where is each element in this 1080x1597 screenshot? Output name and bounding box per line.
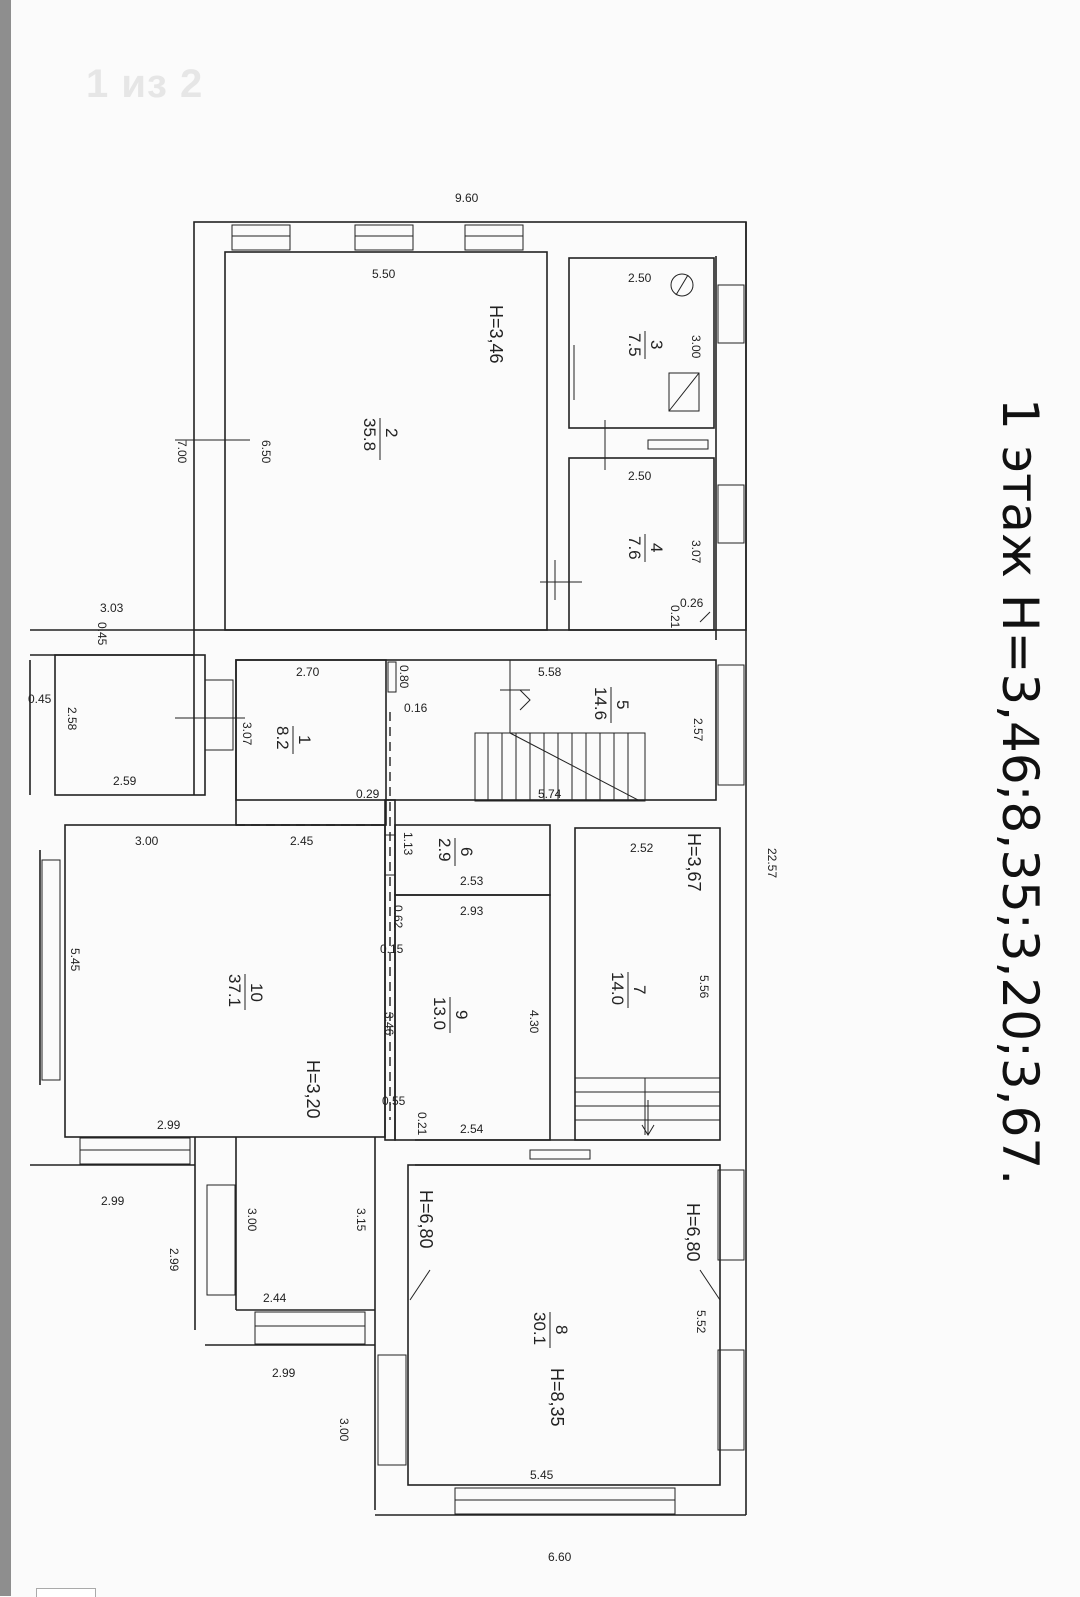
height-room8-left: H=6,80: [416, 1190, 436, 1249]
dim-stair-width: 5.74: [538, 787, 562, 801]
svg-text:37.1: 37.1: [225, 974, 244, 1007]
scan-edge: [0, 0, 11, 1596]
dim-r10-left: 5.45: [68, 948, 82, 972]
svg-text:5: 5: [613, 700, 632, 709]
dim-r5-height: 2.57: [691, 718, 705, 742]
svg-text:13.0: 13.0: [430, 997, 449, 1030]
dim-top-width: 9.60: [455, 191, 479, 205]
dim-annex-height: 2.58: [65, 707, 79, 731]
dim-bottom-width: 6.60: [548, 1550, 572, 1564]
height-room8-main: H=8,35: [547, 1368, 567, 1427]
page-counter: 1 из 2: [86, 62, 204, 106]
dim-porch-right: 3.00: [245, 1208, 259, 1232]
svg-text:2: 2: [382, 428, 401, 437]
dim-r1-width: 2.70: [296, 665, 320, 679]
dim-total-length: 22.57: [765, 848, 779, 878]
dim-r3-height: 3.00: [689, 335, 703, 359]
room-10-label: 10 37.1: [225, 974, 266, 1010]
room-7-label: 7 14.0: [608, 972, 649, 1008]
dim-annex-bottom: 2.59: [113, 774, 137, 788]
height-room7: H=3,67: [684, 833, 704, 892]
dim-r3-width: 2.50: [628, 271, 652, 285]
dim-r9-step-d: 0.21: [415, 1112, 429, 1136]
dim-r2-height: 6.50: [259, 440, 273, 464]
room-4-label: 4 7.6: [625, 534, 666, 562]
dim-r4-height: 3.07: [689, 540, 703, 564]
svg-text:1: 1: [295, 735, 314, 744]
dim-r8-width: 5.45: [530, 1468, 554, 1482]
stove-symbol: [670, 273, 694, 297]
dim-porch-bottom: 2.44: [263, 1291, 287, 1305]
svg-text:6: 6: [457, 847, 476, 856]
svg-text:9: 9: [452, 1010, 471, 1019]
height-room8-right: H=6,80: [683, 1203, 703, 1262]
dim-r4-nook-w: 0.26: [680, 596, 704, 610]
dim-annex-top: 3.03: [100, 601, 124, 615]
svg-text:7: 7: [630, 985, 649, 994]
room-2-label: 2 35.8: [360, 418, 401, 460]
dim-r1-height: 3.07: [240, 722, 254, 746]
dim-porch-outer: 2.99: [272, 1366, 296, 1380]
dim-r6-width: 2.53: [460, 874, 484, 888]
height-room2: H=3,46: [486, 305, 506, 364]
dim-r1-niche-d: 0.16: [404, 701, 428, 715]
dim-corner-small: 0.29: [356, 787, 380, 801]
scan-corner-mark: [36, 1588, 96, 1597]
height-labels: H=3,46 H=3,67 H=3,20 H=6,80 H=6,80 H=8,3…: [303, 305, 704, 1427]
svg-text:14.0: 14.0: [608, 972, 627, 1005]
room-9-label: 9 13.0: [430, 997, 471, 1033]
svg-text:30.1: 30.1: [530, 1312, 549, 1345]
dim-r1-niche-w: 0.80: [397, 665, 411, 689]
walls: [29, 221, 747, 1516]
room-8-label: 8 30.1: [530, 1312, 571, 1348]
room-3-label: 3 7.5: [625, 331, 666, 359]
svg-text:10: 10: [247, 983, 266, 1002]
floor-title: 1 этаж H=3,46;8,35;3,20;3,67.: [991, 398, 1049, 1185]
room-1-label: 1 8.2: [273, 726, 314, 754]
dim-r9-step: 0.55: [382, 1094, 406, 1108]
dim-r8-left: 3.00: [337, 1418, 351, 1442]
dim-r9-side: 3.46: [382, 1012, 396, 1036]
dim-annex-wall: 0.45: [95, 622, 109, 646]
dim-r7-height: 5.56: [697, 975, 711, 999]
svg-text:7.6: 7.6: [625, 536, 644, 560]
room-5-label: 5 14.6: [591, 687, 632, 723]
dim-r9-niche-d: 0.15: [380, 942, 404, 956]
svg-text:2.9: 2.9: [435, 838, 454, 862]
room-6-label: 6 2.9: [435, 838, 476, 866]
dimension-labels: 9.60 5.50 2.50 2.50 3.03 2.70 5.58 0.16 …: [28, 191, 779, 1564]
dim-annex-side: 0.45: [28, 692, 52, 706]
dim-porch-left: 2.99: [167, 1248, 181, 1272]
svg-text:8: 8: [552, 1325, 571, 1334]
room-labels: 2 35.8 3 7.5 4 7.6 5 14.6 1 8.2 6 2.9: [225, 331, 666, 1348]
dim-r9-niche-h: 0.62: [391, 905, 405, 929]
dim-r10-top-a: 3.00: [135, 834, 159, 848]
dim-r10-bottom: 2.99: [157, 1118, 181, 1132]
dim-left-wall: 7.00: [175, 440, 189, 464]
svg-text:8.2: 8.2: [273, 726, 292, 750]
dim-r9-height: 4.30: [527, 1010, 541, 1034]
dim-r9-top: 2.93: [460, 904, 484, 918]
dim-r5-width: 5.58: [538, 665, 562, 679]
dim-r10-top-b: 2.45: [290, 834, 314, 848]
dim-porch-mid: 3.15: [354, 1208, 368, 1232]
height-room10: H=3,20: [303, 1060, 323, 1119]
dim-r8-height: 5.52: [694, 1310, 708, 1334]
dim-r9-bottom: 2.54: [460, 1122, 484, 1136]
dim-r7-width: 2.52: [630, 841, 654, 855]
dim-porch-top: 2.99: [101, 1194, 125, 1208]
staircase: [474, 660, 646, 802]
svg-text:3: 3: [647, 340, 666, 349]
dim-r6-height: 1.13: [401, 832, 415, 856]
windows: [41, 224, 745, 1515]
dim-r2-width: 5.50: [372, 267, 396, 281]
svg-text:14.6: 14.6: [591, 687, 610, 720]
dim-r4-nook-h: 0.21: [668, 605, 682, 629]
svg-text:7.5: 7.5: [625, 333, 644, 357]
svg-text:4: 4: [647, 543, 666, 552]
dim-r4-width: 2.50: [628, 469, 652, 483]
svg-text:35.8: 35.8: [360, 418, 379, 451]
